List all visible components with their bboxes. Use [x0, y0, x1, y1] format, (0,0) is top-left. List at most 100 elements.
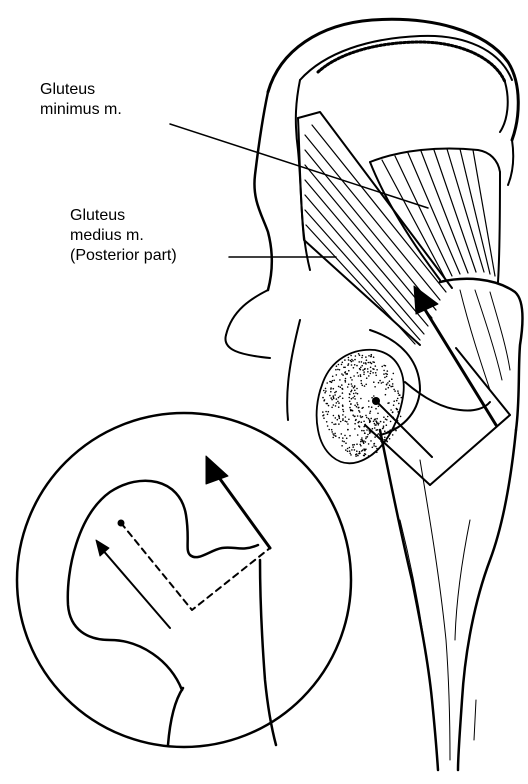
stipple-dot: [358, 407, 360, 409]
stipple-dot: [344, 359, 346, 361]
stipple-dot: [374, 427, 376, 429]
stipple-dot: [377, 413, 379, 415]
stipple-dot: [332, 376, 334, 378]
stipple-dot: [361, 407, 363, 409]
stipple-dot: [353, 387, 355, 389]
stipple-dot: [354, 405, 356, 407]
femoral-head: [317, 350, 404, 463]
stipple-dot: [375, 372, 377, 374]
stipple-dot: [386, 424, 388, 426]
stipple-dot: [363, 421, 365, 423]
stipple-dot: [363, 448, 365, 450]
stipple-dot: [345, 442, 347, 444]
stipple-dot: [339, 396, 341, 398]
stipple-dot: [356, 450, 358, 452]
stipple-dot: [393, 389, 395, 391]
stipple-dot: [377, 423, 379, 425]
stipple-dot: [376, 448, 378, 450]
stipple-dot: [331, 399, 333, 401]
stipple-dot: [380, 421, 382, 423]
stipple-dot: [330, 391, 332, 393]
stipple-dot: [349, 453, 351, 455]
stipple-dot: [334, 392, 336, 394]
stipple-dot: [383, 370, 385, 372]
stipple-dot: [392, 383, 394, 385]
stipple-dot: [347, 429, 349, 431]
stipple-dot: [351, 379, 353, 381]
stipple-dot: [354, 449, 356, 451]
stipple-dot: [361, 357, 363, 359]
stipple-dot: [362, 369, 364, 371]
stipple-dot: [326, 421, 328, 423]
stipple-dot: [365, 362, 367, 364]
stipple-dot: [354, 396, 356, 398]
stipple-dot: [337, 369, 339, 371]
stipple-dot: [364, 433, 366, 435]
stipple-dot: [386, 384, 388, 386]
stipple-dot: [375, 365, 377, 367]
stipple-dot: [345, 416, 347, 418]
stipple-dot: [370, 418, 372, 420]
stipple-dot: [356, 453, 358, 455]
stipple-dot: [342, 418, 344, 420]
stipple-dot: [334, 433, 336, 435]
stipple-dot: [333, 404, 335, 406]
stipple-dot: [337, 419, 339, 421]
stipple-dot: [357, 455, 359, 457]
stipple-dot: [342, 362, 344, 364]
stipple-dot: [336, 374, 338, 376]
stipple-dot: [333, 388, 335, 390]
stipple-dot: [351, 364, 353, 366]
stipple-dot: [378, 382, 380, 384]
stipple-dot: [350, 410, 352, 412]
stipple-dot: [368, 443, 370, 445]
stipple-dot: [360, 376, 362, 378]
stipple-dot: [381, 382, 383, 384]
stipple-dot: [363, 430, 365, 432]
stipple-dot: [349, 407, 351, 409]
stipple-dot: [335, 369, 337, 371]
stipple-dot: [365, 436, 367, 438]
stipple-dot: [352, 414, 354, 416]
stipple-dot: [365, 441, 367, 443]
stipple-dot: [354, 423, 356, 425]
stipple-dot: [373, 362, 375, 364]
stipple-dot: [350, 355, 352, 357]
stipple-dot: [352, 446, 354, 448]
stipple-dot: [391, 378, 393, 380]
stipple-dot: [349, 394, 351, 396]
stipple-dot: [338, 437, 340, 439]
stipple-dot: [332, 395, 334, 397]
stipple-dot: [379, 380, 381, 382]
stipple-dot: [389, 430, 391, 432]
stipple-dot: [366, 377, 368, 379]
stipple-dot: [361, 365, 363, 367]
stipple-dot: [389, 438, 391, 440]
stipple-dot: [361, 421, 363, 423]
stipple-dot: [360, 445, 362, 447]
stipple-dot: [368, 455, 370, 457]
stipple-dot: [356, 388, 358, 390]
stipple-dot: [383, 373, 385, 375]
stipple-dot: [374, 386, 376, 388]
stipple-dot: [360, 415, 362, 417]
stipple-dot: [338, 402, 340, 404]
stipple-dot: [383, 416, 385, 418]
stipple-dot: [368, 362, 370, 364]
stipple-dot: [353, 367, 355, 369]
stipple-dot: [337, 401, 339, 403]
label-gluteus-minimus-line2: minimus m.: [40, 100, 122, 120]
label-gluteus-medius-line3: (Posterior part): [70, 246, 177, 266]
stipple-dot: [335, 423, 337, 425]
stipple-dot: [369, 419, 371, 421]
stipple-dot: [367, 434, 369, 436]
stipple-dot: [368, 355, 370, 357]
stipple-dot: [339, 418, 341, 420]
stipple-dot: [339, 379, 341, 381]
stipple-dot: [325, 390, 327, 392]
stipple-dot: [352, 444, 354, 446]
stipple-dot: [372, 447, 374, 449]
stipple-dot: [380, 436, 382, 438]
stipple-dot: [390, 421, 392, 423]
stipple-dot: [328, 411, 330, 413]
